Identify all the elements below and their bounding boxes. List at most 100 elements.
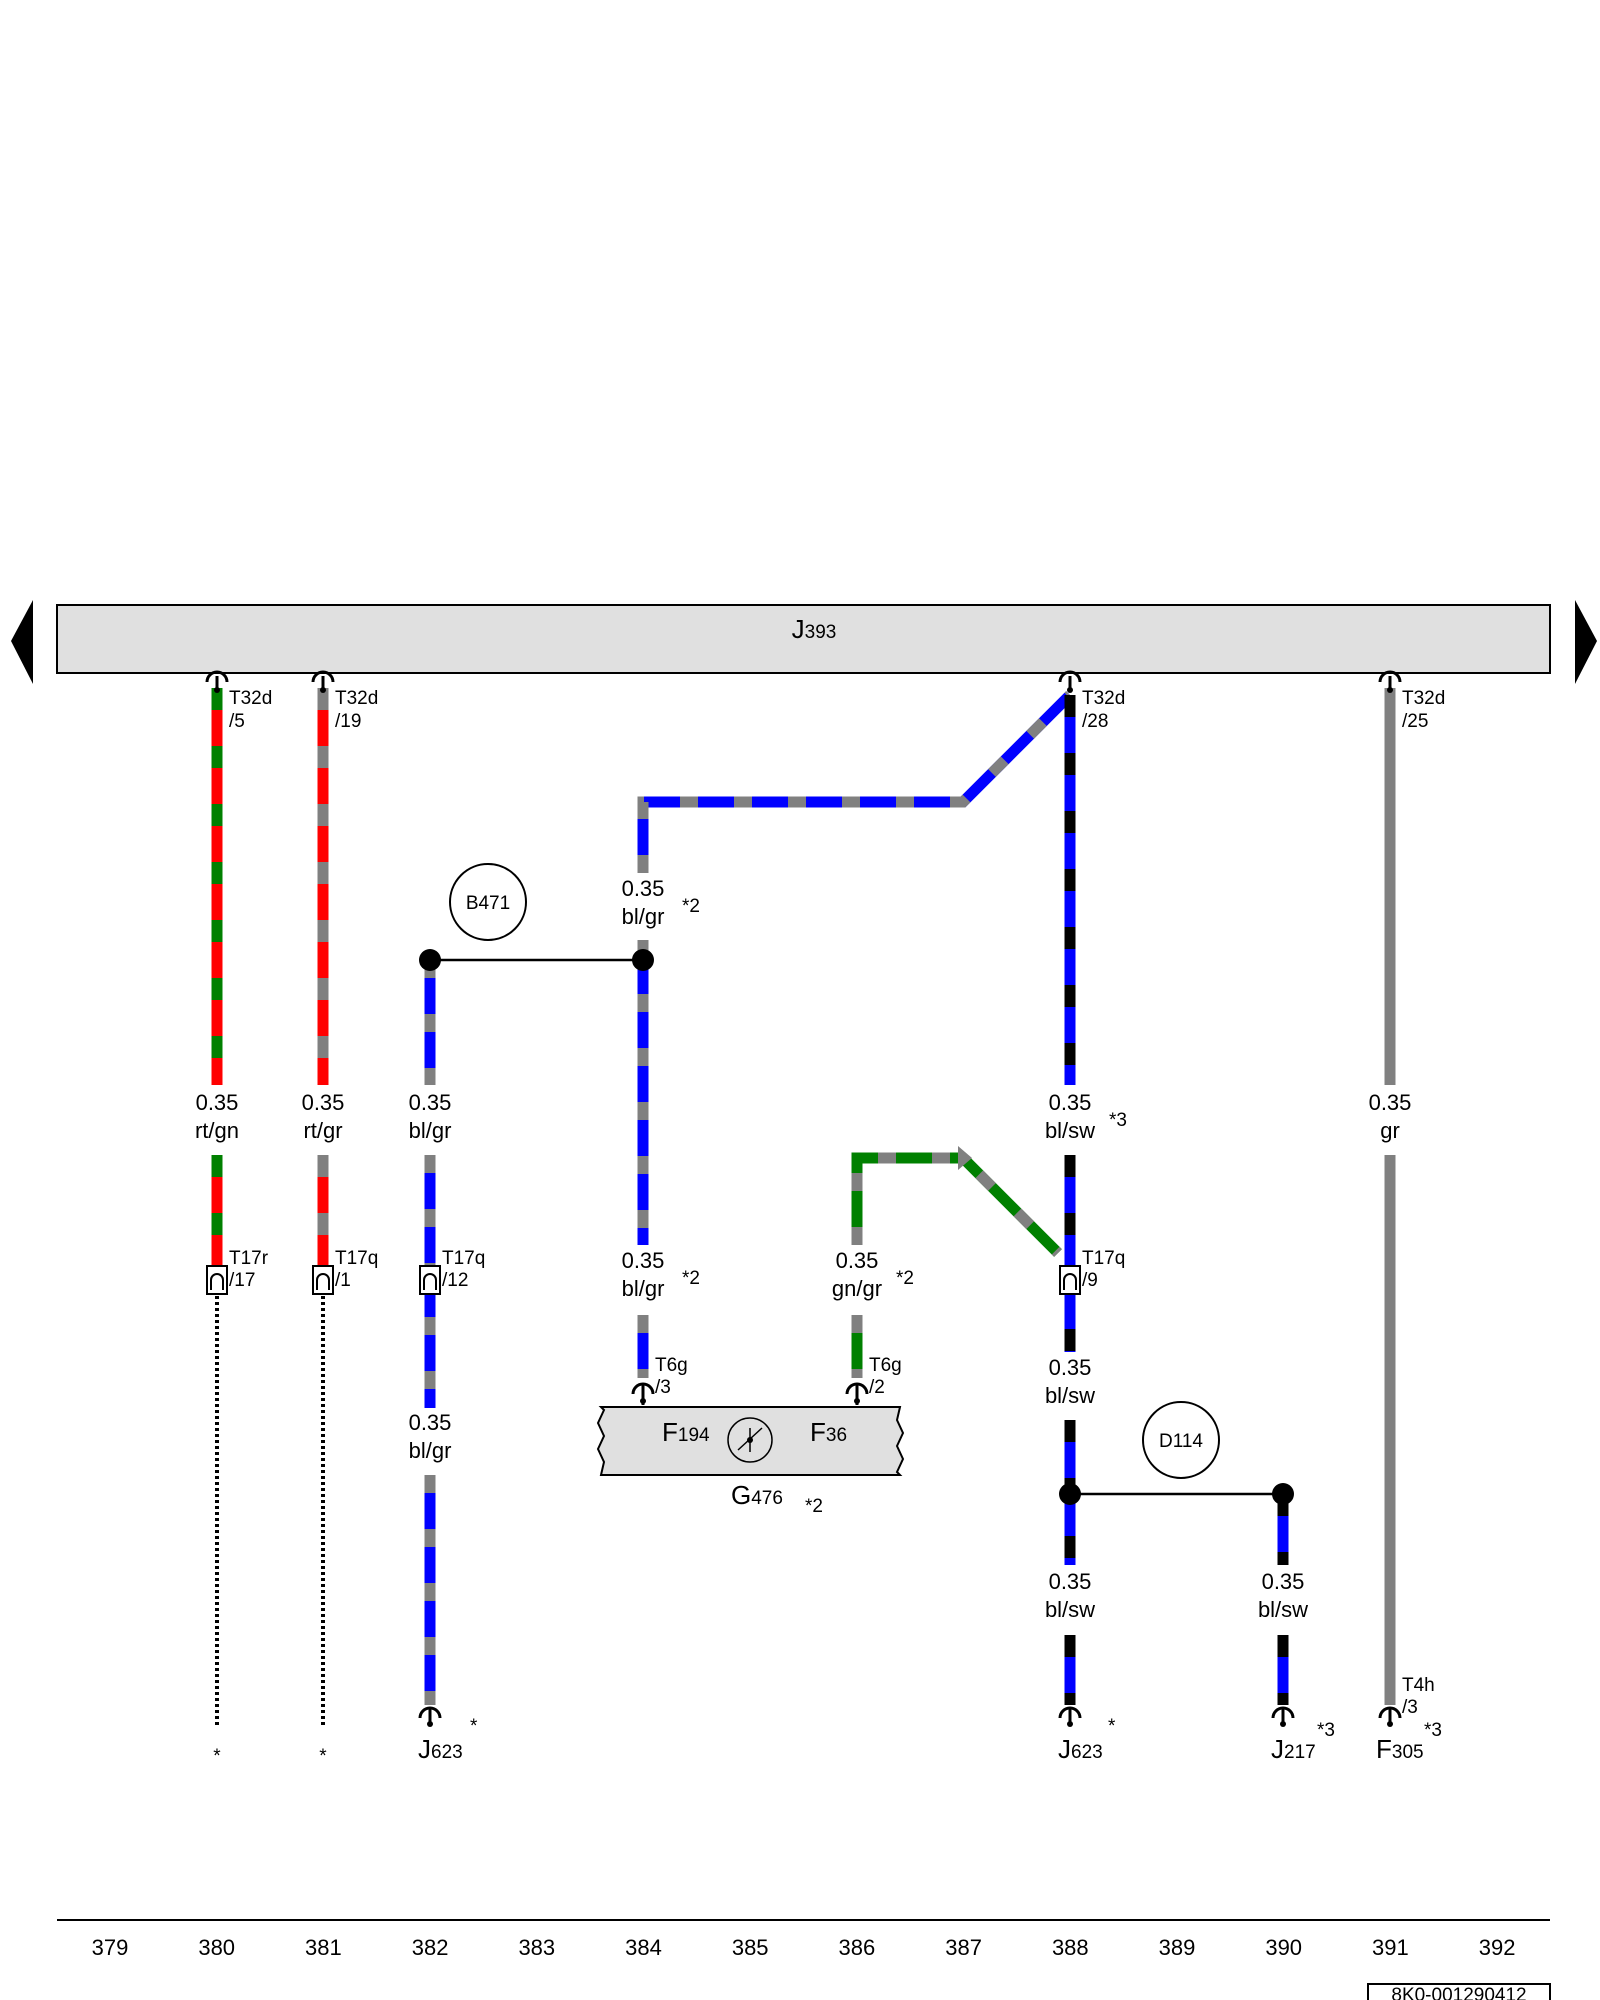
wire-382b-color: bl/gr bbox=[409, 1438, 452, 1463]
wire-381-color: rt/gr bbox=[303, 1118, 342, 1143]
splice-b471-node-right bbox=[632, 949, 654, 971]
label-t6g-3-pin: /3 bbox=[655, 1377, 671, 1398]
label-t6g-2: T6g bbox=[869, 1355, 902, 1376]
label-t17r-17: T17r bbox=[229, 1248, 269, 1269]
label-t32d-25: T32d bbox=[1402, 688, 1445, 709]
label-t32d-5: T32d bbox=[229, 688, 272, 709]
label-t17r-17-pin: /17 bbox=[229, 1270, 255, 1291]
label-t17q-12: T17q bbox=[442, 1248, 485, 1269]
column-number: 380 bbox=[198, 1935, 235, 1960]
column-number: 392 bbox=[1479, 1935, 1516, 1960]
label-t17q-1: T17q bbox=[335, 1248, 378, 1269]
label-t17q-9: T17q bbox=[1082, 1248, 1125, 1269]
endpoint-f305: F305 bbox=[1376, 1734, 1424, 1764]
column-number: 391 bbox=[1372, 1935, 1409, 1960]
connector-j623-a-icon[interactable] bbox=[418, 1706, 442, 1727]
endpoint-f305-note: *3 bbox=[1424, 1720, 1442, 1741]
wire-386-route-to-t17q-9 bbox=[851, 1152, 1062, 1257]
column-number: 379 bbox=[92, 1935, 129, 1960]
endpoint-j217-note: *3 bbox=[1317, 1720, 1335, 1741]
wire-388c-color: bl/sw bbox=[1045, 1597, 1095, 1622]
wire-382a-color: bl/gr bbox=[409, 1118, 452, 1143]
connector-t17q-1-icon[interactable] bbox=[312, 1265, 334, 1295]
wire-384b-size: 0.35 bbox=[622, 1248, 665, 1273]
connector-j623-b-icon[interactable] bbox=[1058, 1706, 1082, 1727]
column-number: 385 bbox=[732, 1935, 769, 1960]
wire-384a-size: 0.35 bbox=[622, 876, 665, 901]
connector-t6g-2-icon[interactable] bbox=[845, 1382, 869, 1405]
label-t32d-28-pin: /28 bbox=[1082, 711, 1108, 732]
label-t17q-9-pin: /9 bbox=[1082, 1270, 1098, 1291]
wire-384-route-to-t32d-28 bbox=[637, 691, 1074, 873]
splice-d114-node-right bbox=[1272, 1483, 1294, 1505]
label-t17q-12-pin: /12 bbox=[442, 1270, 468, 1291]
wire-388a-note: *3 bbox=[1109, 1110, 1127, 1131]
module-j393-label: J393 bbox=[792, 614, 837, 644]
wire-386-size: 0.35 bbox=[836, 1248, 879, 1273]
label-t4h-3: T4h bbox=[1402, 1675, 1435, 1696]
wire-388a-color: bl/sw bbox=[1045, 1118, 1095, 1143]
wire-384b-note: *2 bbox=[682, 1268, 700, 1289]
label-t6g-3: T6g bbox=[655, 1355, 688, 1376]
splice-b471-badge[interactable] bbox=[449, 863, 527, 941]
doc-id: 8K0-001290412 bbox=[1391, 1985, 1526, 2000]
wire-382a-size: 0.35 bbox=[409, 1090, 452, 1115]
sensor-symbol-icon bbox=[727, 1417, 773, 1463]
connector-t17q-12-icon[interactable] bbox=[419, 1265, 441, 1295]
wire-384b-color: bl/gr bbox=[622, 1276, 665, 1301]
endpoint-381-note: * bbox=[319, 1746, 327, 1767]
column-number: 388 bbox=[1052, 1935, 1089, 1960]
component-f36-label: F36 bbox=[810, 1417, 847, 1447]
wire-390-color: bl/sw bbox=[1258, 1597, 1308, 1622]
endpoint-j217: J217 bbox=[1271, 1734, 1316, 1764]
wire-388a-size: 0.35 bbox=[1049, 1090, 1092, 1115]
wire-382b-size: 0.35 bbox=[409, 1410, 452, 1435]
endpoint-380-note: * bbox=[213, 1746, 221, 1767]
label-t4h-3-pin: /3 bbox=[1402, 1697, 1418, 1718]
prev-page-arrow-icon[interactable] bbox=[11, 600, 33, 684]
wire-386-color: gn/gr bbox=[832, 1276, 882, 1301]
splice-d114-label: D114 bbox=[1159, 1431, 1203, 1452]
endpoint-j623-a-note: * bbox=[470, 1716, 478, 1737]
wire-380-size: 0.35 bbox=[196, 1090, 239, 1115]
column-number: 382 bbox=[412, 1935, 449, 1960]
component-f194-label: F194 bbox=[662, 1417, 710, 1447]
label-t6g-2-pin: /2 bbox=[869, 1377, 885, 1398]
wire-391-size: 0.35 bbox=[1369, 1090, 1412, 1115]
wire-390-size: 0.35 bbox=[1262, 1569, 1305, 1594]
component-g476-label: G476 bbox=[731, 1480, 783, 1510]
connector-t32d-19-icon[interactable] bbox=[311, 670, 335, 693]
wire-386-note: *2 bbox=[896, 1268, 914, 1289]
column-number: 383 bbox=[518, 1935, 555, 1960]
label-t32d-19-pin: /19 bbox=[335, 711, 361, 732]
endpoint-j623-a: J623 bbox=[418, 1734, 463, 1764]
connector-t6g-3-icon[interactable] bbox=[631, 1382, 655, 1405]
endpoint-j623-b: J623 bbox=[1058, 1734, 1103, 1764]
wire-381-size: 0.35 bbox=[302, 1090, 345, 1115]
connector-t32d-5-icon[interactable] bbox=[205, 670, 229, 693]
connector-t17r-17-icon[interactable] bbox=[206, 1265, 228, 1295]
label-t32d-5-pin: /5 bbox=[229, 711, 245, 732]
column-number: 387 bbox=[945, 1935, 982, 1960]
splice-d114-badge[interactable] bbox=[1142, 1401, 1220, 1479]
connector-t32d-28-icon[interactable] bbox=[1058, 670, 1082, 693]
component-g476-note: *2 bbox=[805, 1496, 823, 1517]
connector-t4h-3-icon[interactable] bbox=[1378, 1706, 1402, 1727]
wire-388b-color: bl/sw bbox=[1045, 1383, 1095, 1408]
column-number: 386 bbox=[839, 1935, 876, 1960]
label-t32d-19: T32d bbox=[335, 688, 378, 709]
wire-380-color: rt/gn bbox=[195, 1118, 239, 1143]
wire-388b-size: 0.35 bbox=[1049, 1355, 1092, 1380]
connector-t17q-9-icon[interactable] bbox=[1059, 1265, 1081, 1295]
next-page-arrow-icon[interactable] bbox=[1575, 600, 1597, 684]
wire-386-arrowhead bbox=[958, 1146, 972, 1170]
module-j393 bbox=[56, 604, 1551, 674]
splice-d114-node-left bbox=[1059, 1483, 1081, 1505]
connector-t32d-25-icon[interactable] bbox=[1378, 670, 1402, 693]
column-number: 381 bbox=[305, 1935, 342, 1960]
wire-391-color: gr bbox=[1380, 1118, 1400, 1143]
connector-j217-icon[interactable] bbox=[1271, 1706, 1295, 1727]
label-t32d-28: T32d bbox=[1082, 688, 1125, 709]
